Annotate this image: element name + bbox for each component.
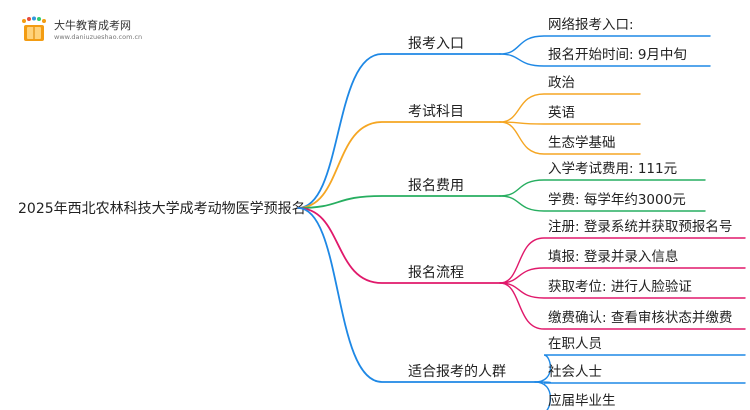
leaf-label: 获取考位: 进行人脸验证 — [548, 279, 692, 295]
branch-entry: 报考入口 网络报考入口: 报名开始时间: 9月中旬 — [297, 17, 711, 209]
connector-entry-0 — [499, 35, 711, 55]
leaf-label: 注册: 登录系统并获取预报名号 — [548, 219, 732, 235]
connector-process-2 — [499, 282, 746, 299]
book-icon — [22, 16, 46, 41]
connector-root-subjects — [297, 121, 501, 209]
leaf-label: 在职人员 — [548, 336, 602, 352]
connector-subjects-0 — [499, 93, 641, 123]
leaf-label: 报名开始时间: 9月中旬 — [548, 47, 687, 63]
leaf-label: 英语 — [548, 104, 575, 121]
connector-root-audience — [297, 207, 536, 383]
connector-process-1 — [499, 267, 746, 284]
connector-fees-0 — [499, 179, 706, 197]
connector-fees-1 — [499, 195, 706, 212]
leaf-label: 应届毕业生 — [548, 392, 616, 409]
connector-root-fees — [297, 195, 501, 209]
connector-process-3 — [499, 282, 746, 330]
branch-label-entry: 报考入口 — [408, 36, 464, 52]
leaf-label: 入学考试费用: 111元 — [548, 161, 677, 177]
connector-audience-1 — [534, 381, 746, 384]
leaf-label: 社会人士 — [548, 364, 602, 380]
connector-entry-1 — [499, 53, 711, 67]
connector-audience-2 — [534, 381, 552, 410]
connector-root-process — [297, 207, 501, 284]
logo-name: 大牛教育成考网 — [54, 19, 131, 32]
leaf-label: 生态学基础 — [548, 134, 616, 151]
branch-label-fees: 报名费用 — [408, 178, 464, 194]
leaf-label: 填报: 登录并录入信息 — [548, 248, 678, 265]
connector-subjects-2 — [499, 121, 641, 155]
root-label: 2025年西北农林科技大学成考动物医学预报名 — [18, 201, 306, 217]
branch-label-process: 报名流程 — [408, 265, 464, 281]
branch-label-audience: 适合报考的人群 — [408, 364, 506, 380]
logo-url: www.daniuzueshao.com.cn — [54, 33, 143, 41]
connector-audience-0 — [534, 354, 746, 383]
connector-root-entry — [297, 53, 501, 209]
site-logo: 大牛教育成考网 www.daniuzueshao.com.cn — [18, 14, 158, 48]
leaf-label: 缴费确认: 查看审核状态并缴费 — [548, 310, 732, 326]
leaf-label: 政治 — [548, 75, 575, 91]
leaf-label: 网络报考入口: — [548, 17, 634, 33]
connector-subjects-1 — [499, 121, 641, 125]
leaf-label: 学费: 每学年约3000元 — [548, 192, 686, 208]
connector-process-0 — [499, 237, 746, 284]
branch-label-subjects: 考试科目 — [408, 104, 464, 120]
